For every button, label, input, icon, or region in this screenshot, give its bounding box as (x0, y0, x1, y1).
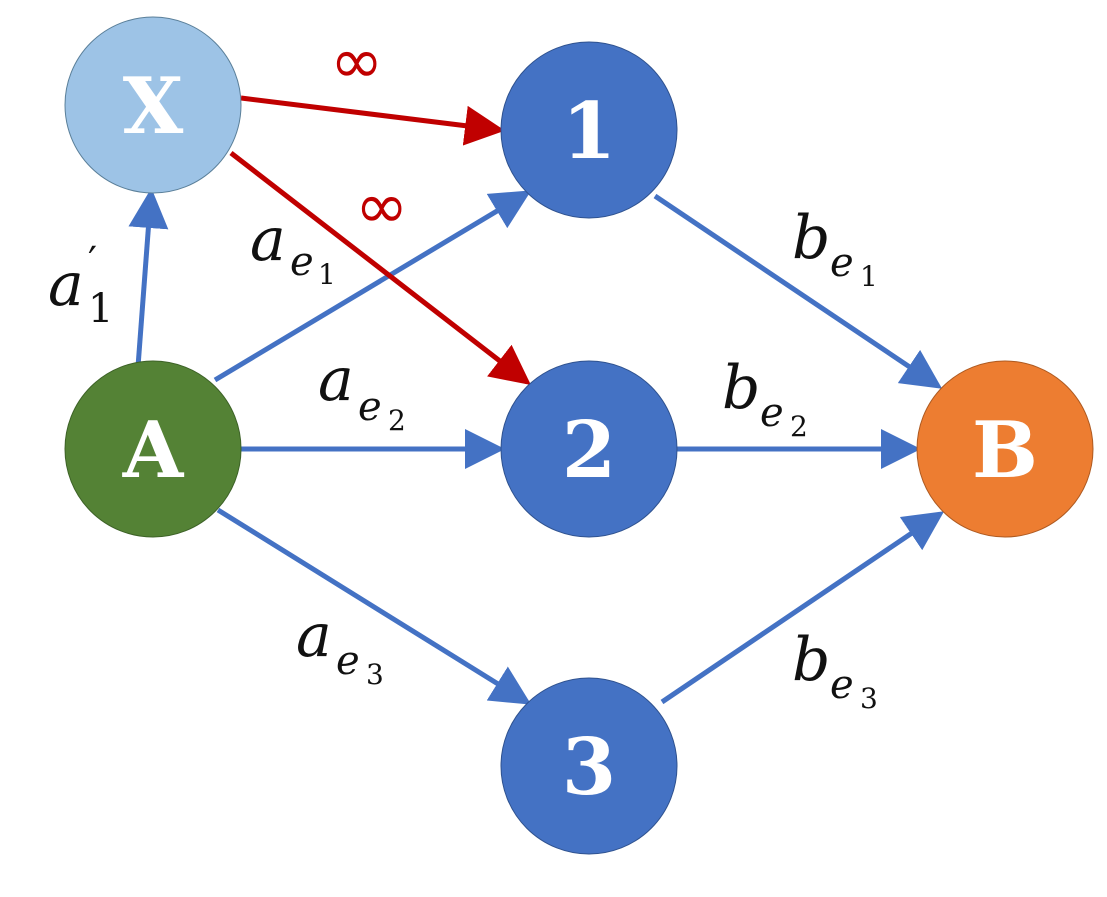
edge-labels: a ′ 1 a e 1 a e 2 a e 3 b e 1 (48, 25, 878, 715)
node-a: A (64, 360, 242, 538)
edge-x-to-1 (240, 95, 505, 146)
node-2-circle (500, 360, 678, 538)
node-3: 3 (500, 677, 678, 855)
edge-label-a-2-sub: e (358, 384, 382, 430)
edge-label-3-b-base: b (792, 625, 830, 695)
edge-label-3-b-sub: e (830, 662, 854, 708)
edge-label-a-1-sub: e (290, 239, 314, 285)
edge-label-a-2: a e 2 (318, 345, 406, 437)
node-3-label: 3 (562, 722, 616, 813)
nodes: X A 1 2 3 B (64, 16, 1094, 855)
edge-label-3-b-subsub: 3 (860, 682, 878, 715)
node-b-circle (916, 360, 1094, 538)
edge-label-a-x-base: a (48, 250, 84, 320)
edge-label-a-1: a e 1 (250, 205, 336, 291)
node-x-circle (64, 16, 242, 194)
node-1-label: 1 (562, 86, 616, 177)
edge-label-a-3-sub: e (336, 638, 360, 684)
edge-label-2-b-base: b (722, 353, 760, 423)
edge-x-to-2 (229, 151, 531, 386)
edge-label-a-3: a e 3 (296, 601, 384, 691)
edge-label-2-b: b e 2 (722, 353, 808, 443)
node-x-label: X (123, 61, 184, 152)
node-3-circle (500, 677, 678, 855)
node-1-circle (500, 41, 678, 219)
edge-label-a-x-prime: ′ (88, 239, 97, 285)
node-x: X (64, 16, 242, 194)
node-a-label: A (122, 405, 185, 496)
edge-3-to-b (660, 511, 945, 705)
edge-label-a-1-subsub: 1 (318, 258, 336, 291)
edge-label-1-b-sub: e (830, 240, 854, 286)
node-a-circle (64, 360, 242, 538)
edge-label-a-3-subsub: 3 (366, 658, 384, 691)
edge-label-3-b: b e 3 (792, 625, 878, 715)
edge-label-a-3-base: a (296, 601, 332, 671)
node-2-label: 2 (562, 405, 616, 496)
edge-a-to-1 (213, 190, 532, 383)
node-1: 1 (500, 41, 678, 219)
edge-a-to-3 (216, 507, 532, 705)
edge-label-1-b: b e 1 (792, 203, 878, 293)
edge-label-a-x: a ′ 1 (48, 239, 113, 332)
node-2: 2 (500, 360, 678, 538)
edge-label-x-2-infinity: ∞ (355, 170, 408, 244)
edge-label-x-1-infinity: ∞ (330, 25, 383, 99)
edge-label-a-1-base: a (250, 205, 286, 275)
edge-label-1-b-subsub: 1 (860, 260, 878, 293)
node-b-label: B (972, 405, 1038, 496)
edge-label-a-2-subsub: 2 (388, 404, 406, 437)
edge-a-to-x (128, 188, 169, 381)
edge-label-2-b-subsub: 2 (790, 410, 808, 443)
edge-label-2-b-sub: e (760, 390, 784, 436)
edge-label-1-b-base: b (792, 203, 830, 273)
edges (128, 95, 945, 705)
edge-label-a-x-sub: 1 (88, 286, 113, 332)
node-b: B (916, 360, 1094, 538)
edge-1-to-b (653, 193, 943, 389)
edge-label-a-2-base: a (318, 345, 354, 415)
